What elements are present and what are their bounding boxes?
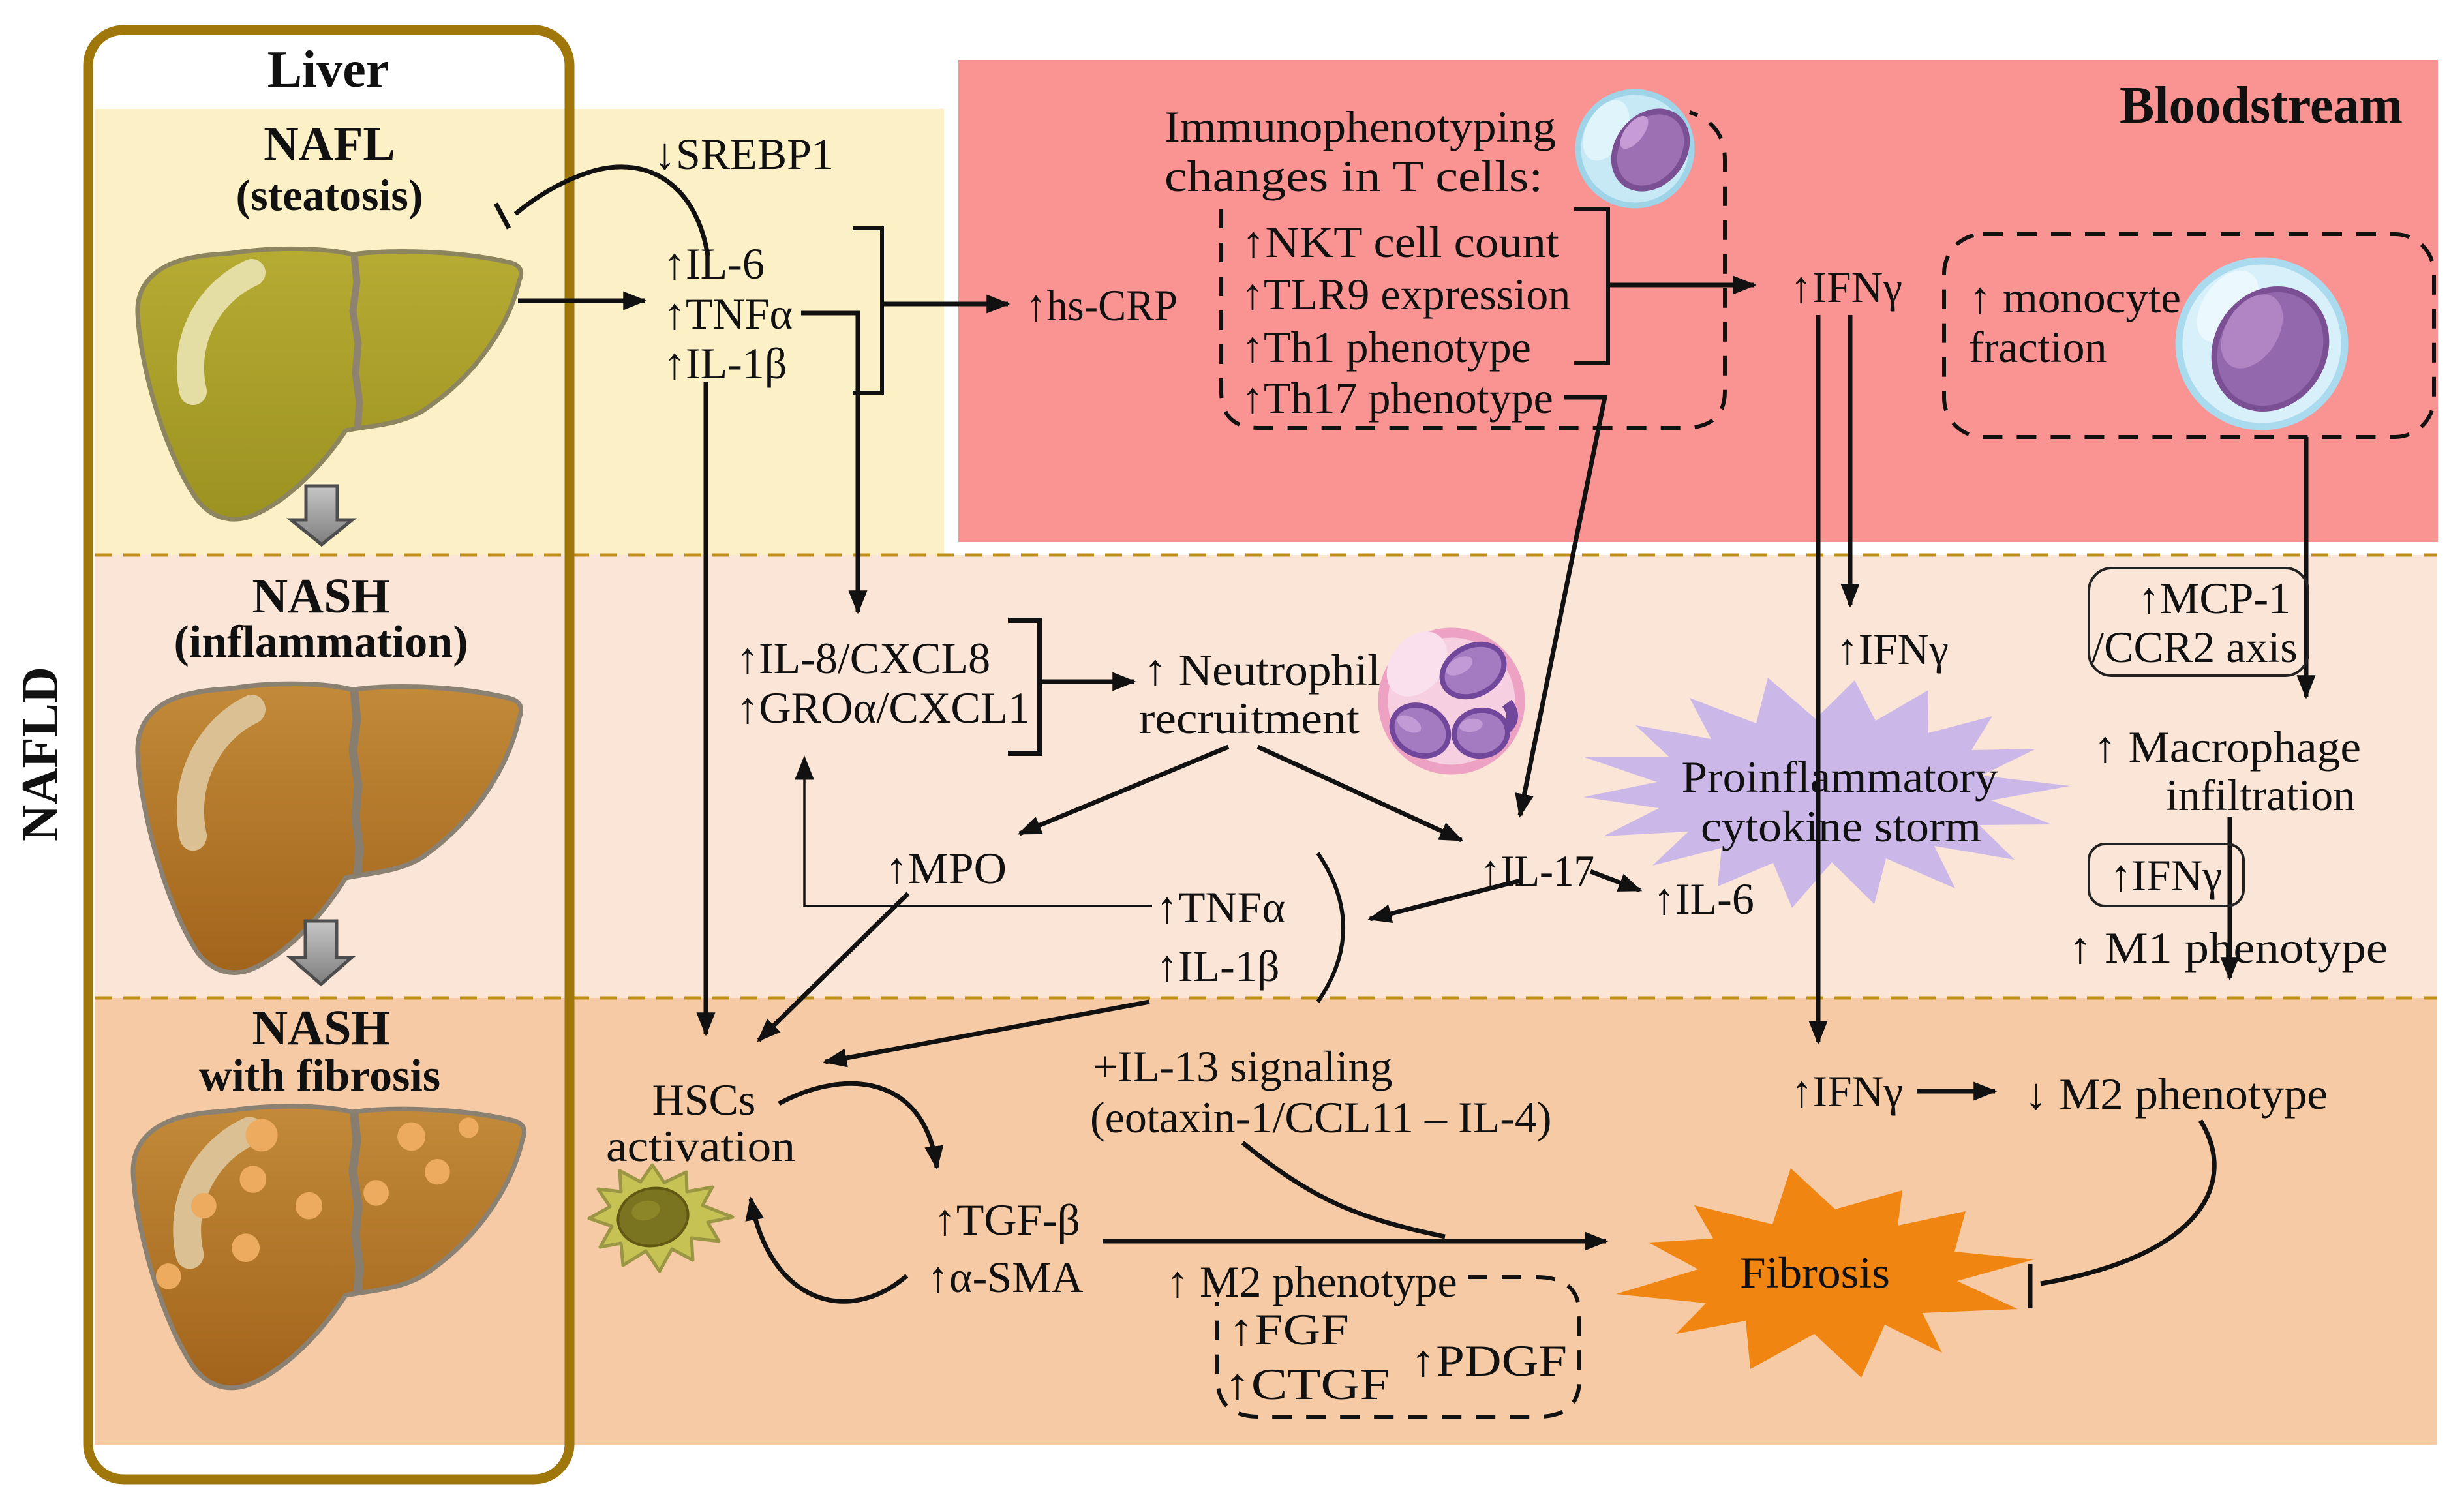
svg-text:↓ M2 phenotype: ↓ M2 phenotype [2024,1069,2328,1119]
svg-text:(steatosis): (steatosis) [236,170,423,220]
svg-text:NASH: NASH [252,569,389,624]
svg-text:↑TNFα: ↑TNFα [1156,882,1285,932]
svg-text:↑IFNγ: ↑IFNγ [1790,262,1902,312]
svg-text:Fibrosis: Fibrosis [1740,1248,1890,1297]
svg-text:infiltration: infiltration [2166,770,2355,820]
svg-text:+IL-13 signaling: +IL-13 signaling [1093,1042,1393,1091]
svg-text:↑ M2 phenotype: ↑ M2 phenotype [1166,1257,1457,1306]
svg-text:↑ Neutrophil: ↑ Neutrophil [1144,645,1380,695]
svg-text:with fibrosis: with fibrosis [199,1051,440,1101]
svg-text:↑TNFα: ↑TNFα [663,289,793,339]
svg-text:↑α-SMA: ↑α-SMA [927,1252,1084,1302]
svg-text:↑MCP-1: ↑MCP-1 [2138,573,2290,623]
svg-text:↑FGF: ↑FGF [1228,1304,1349,1354]
svg-text:↑hs-CRP: ↑hs-CRP [1026,280,1178,330]
svg-text:↑IL-8/CXCL8: ↑IL-8/CXCL8 [737,633,990,683]
svg-text:HSCs: HSCs [652,1075,756,1124]
svg-text:NAFLD: NAFLD [12,667,69,841]
svg-text:NASH: NASH [252,1001,389,1055]
svg-text:(inflammation): (inflammation) [174,617,468,667]
svg-text:activation: activation [606,1121,795,1171]
svg-text:↑IFNγ: ↑IFNγ [1836,624,1949,674]
svg-text:/CCR2 axis: /CCR2 axis [2091,622,2298,672]
svg-text:recruitment: recruitment [1139,693,1360,743]
svg-text:cytokine storm: cytokine storm [1701,802,1981,851]
svg-text:↑TGF-β: ↑TGF-β [934,1195,1080,1244]
svg-text:Bloodstream: Bloodstream [2120,77,2403,134]
svg-text:↑ monocyte: ↑ monocyte [1969,273,2181,322]
svg-text:↑CTGF: ↑CTGF [1224,1359,1390,1409]
svg-text:↑Th17 phenotype: ↑Th17 phenotype [1241,373,1553,423]
svg-text:↑IFNγ: ↑IFNγ [2110,851,2222,900]
svg-text:↑Th1 phenotype: ↑Th1 phenotype [1241,322,1531,372]
svg-text:↑IL-6: ↑IL-6 [663,239,765,288]
svg-text:Liver: Liver [267,41,389,98]
svg-text:↑IL-17: ↑IL-17 [1480,846,1594,896]
svg-text:(eotaxin-1/CCL11 – IL-4): (eotaxin-1/CCL11 – IL-4) [1090,1093,1552,1142]
svg-text:↑ M1 phenotype: ↑ M1 phenotype [2068,923,2388,973]
svg-text:↑IL-6: ↑IL-6 [1653,874,1754,924]
svg-text:↑NKT cell count: ↑NKT cell count [1241,217,1559,267]
svg-text:↓SREBP1: ↓SREBP1 [654,129,834,179]
svg-text:↑MPO: ↑MPO [885,843,1007,893]
svg-text:↑GROα/CXCL1: ↑GROα/CXCL1 [737,683,1030,732]
svg-text:NAFL: NAFL [264,117,395,171]
svg-text:↑TLR9 expression: ↑TLR9 expression [1241,269,1570,319]
svg-text:fraction: fraction [1969,322,2107,372]
svg-text:↑PDGF: ↑PDGF [1410,1336,1567,1385]
svg-text:↑IL-1β: ↑IL-1β [663,339,787,388]
svg-text:changes in T cells:: changes in T cells: [1164,151,1543,201]
svg-text:Proinflammatory: Proinflammatory [1682,752,1998,802]
svg-text:↑IFNγ: ↑IFNγ [1791,1066,1903,1116]
svg-text:↑IL-1β: ↑IL-1β [1156,941,1279,991]
svg-text:↑ Macrophage: ↑ Macrophage [2093,722,2361,772]
svg-text:Immunophenotyping: Immunophenotyping [1164,102,1556,151]
